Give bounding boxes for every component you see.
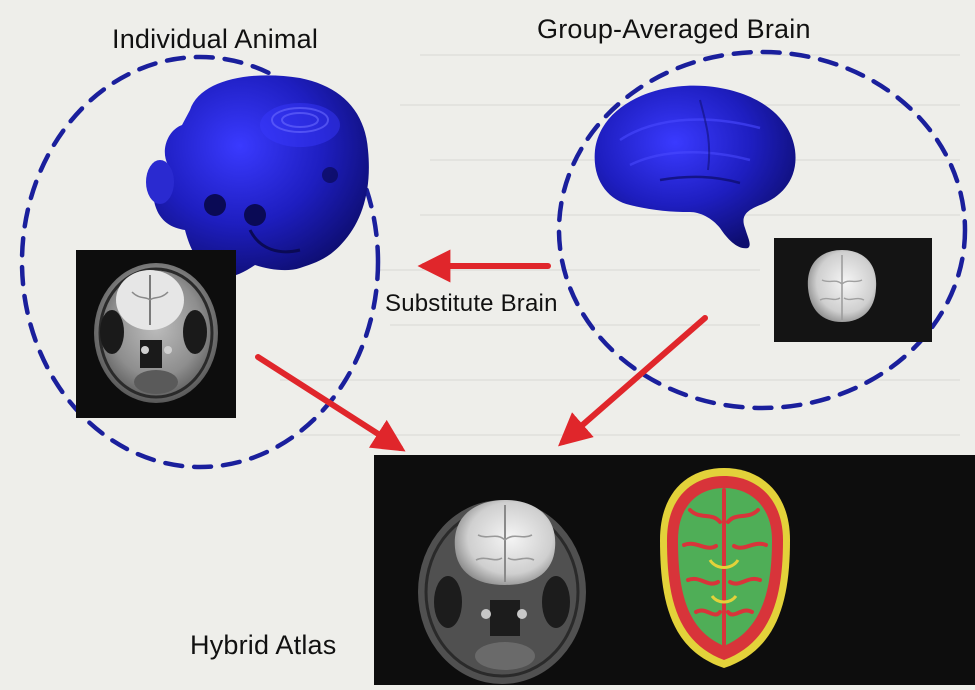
group-averaged-brain-label: Group-Averaged Brain xyxy=(537,14,811,45)
mri-brain-slice-icon xyxy=(774,238,932,342)
mri-head-slice-icon xyxy=(76,250,236,418)
hybrid-mri-slice-icon xyxy=(418,500,586,684)
substitute-brain-label: Substitute Brain xyxy=(385,290,558,318)
individual-animal-label: Individual Animal xyxy=(112,24,318,55)
hybrid-atlas-label: Hybrid Atlas xyxy=(190,630,336,661)
brain-surface-render-icon xyxy=(595,86,796,249)
monkey-head-surface-render-icon xyxy=(146,75,369,277)
